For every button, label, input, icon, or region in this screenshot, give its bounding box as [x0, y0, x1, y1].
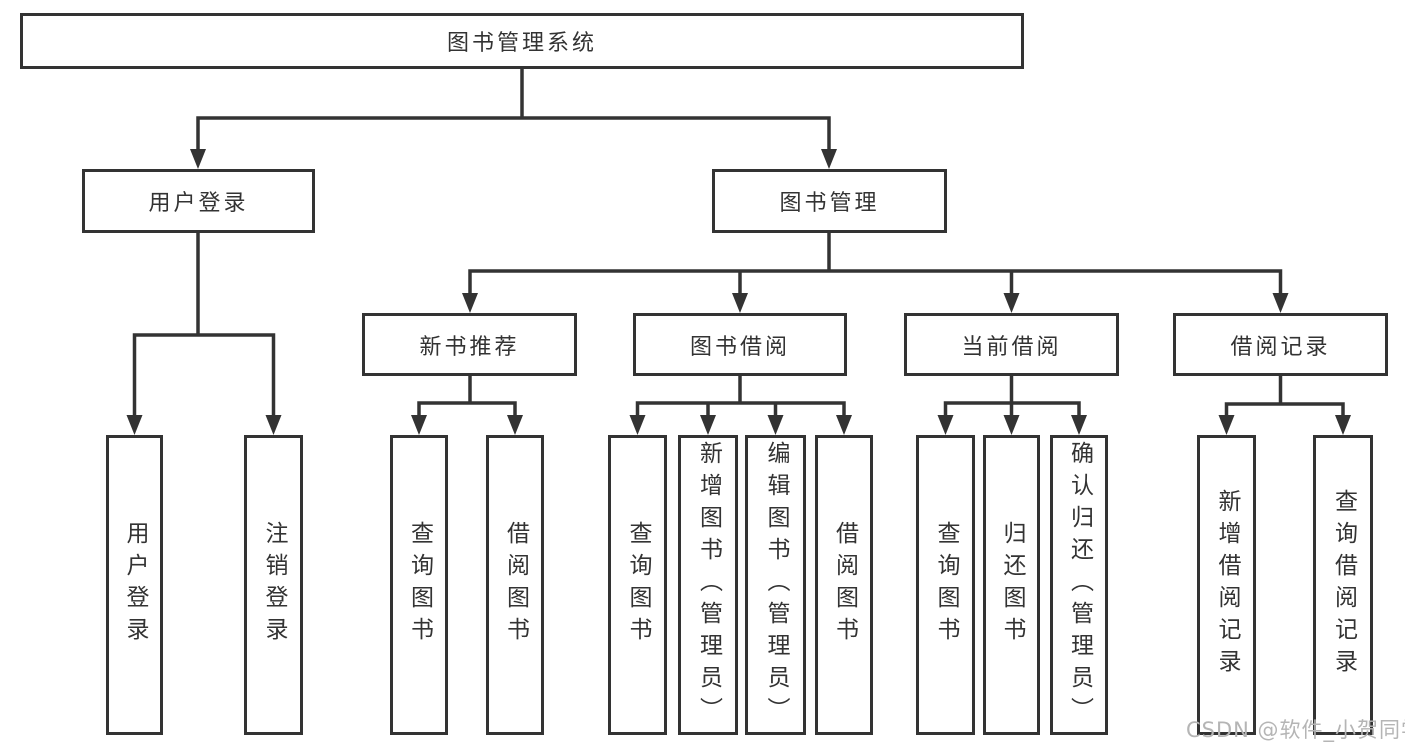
- node-label: 确认归还（管理员）: [1066, 441, 1093, 729]
- node-label: 新增图书（管理员）: [695, 441, 722, 729]
- node-label: 查询借阅记录: [1330, 489, 1357, 681]
- node-book-borrow: 图书借阅: [633, 313, 847, 376]
- node-label: 借阅图书: [831, 521, 858, 649]
- node-label: 当前借阅: [961, 334, 1062, 360]
- leaf-cb-confirm-return-admin: 确认归还（管理员）: [1050, 435, 1108, 735]
- leaf-nbr-query-book: 查询图书: [390, 435, 448, 735]
- node-user-login: 用户登录: [82, 169, 315, 233]
- leaf-bb-edit-book-admin: 编辑图书（管理员）: [745, 435, 806, 735]
- node-label: 用户登录: [148, 191, 249, 216]
- node-label: 借阅图书: [502, 521, 529, 649]
- node-label: 查询图书: [933, 521, 959, 649]
- leaf-bb-borrow-book: 借阅图书: [815, 435, 873, 735]
- node-label: 用户登录: [122, 521, 148, 649]
- leaf-cb-query-book: 查询图书: [916, 435, 975, 735]
- node-label: 图书借阅: [689, 334, 790, 360]
- node-label: 查询图书: [625, 521, 651, 649]
- watermark-text: CSDN @软件_小贺同学: [1186, 718, 1405, 742]
- leaf-user-login: 用户登录: [106, 435, 163, 735]
- leaf-cb-return-book: 归还图书: [983, 435, 1040, 735]
- leaf-logout: 注销登录: [244, 435, 303, 735]
- node-label: 注销登录: [261, 521, 287, 649]
- node-label: 图书管理系统: [446, 31, 597, 56]
- node-current-borrow: 当前借阅: [904, 313, 1119, 376]
- leaf-bb-add-book-admin: 新增图书（管理员）: [678, 435, 738, 735]
- leaf-bb-query-book: 查询图书: [608, 435, 667, 735]
- node-label: 编辑图书（管理员）: [763, 441, 789, 729]
- node-label: 查询图书: [406, 521, 433, 649]
- node-library-system: 图书管理系统: [20, 13, 1024, 69]
- node-label: 图书管理: [779, 191, 880, 216]
- node-label: 新书推荐: [419, 334, 520, 360]
- node-label: 归还图书: [999, 521, 1025, 649]
- node-book-management: 图书管理: [712, 169, 947, 233]
- leaf-nbr-borrow-book: 借阅图书: [486, 435, 544, 735]
- node-label: 新增借阅记录: [1214, 489, 1240, 681]
- node-new-book-recommend: 新书推荐: [362, 313, 577, 376]
- node-label: 借阅记录: [1230, 334, 1331, 360]
- node-borrow-records: 借阅记录: [1173, 313, 1388, 376]
- leaf-br-add-record: 新增借阅记录: [1197, 435, 1256, 735]
- leaf-br-query-record: 查询借阅记录: [1313, 435, 1373, 735]
